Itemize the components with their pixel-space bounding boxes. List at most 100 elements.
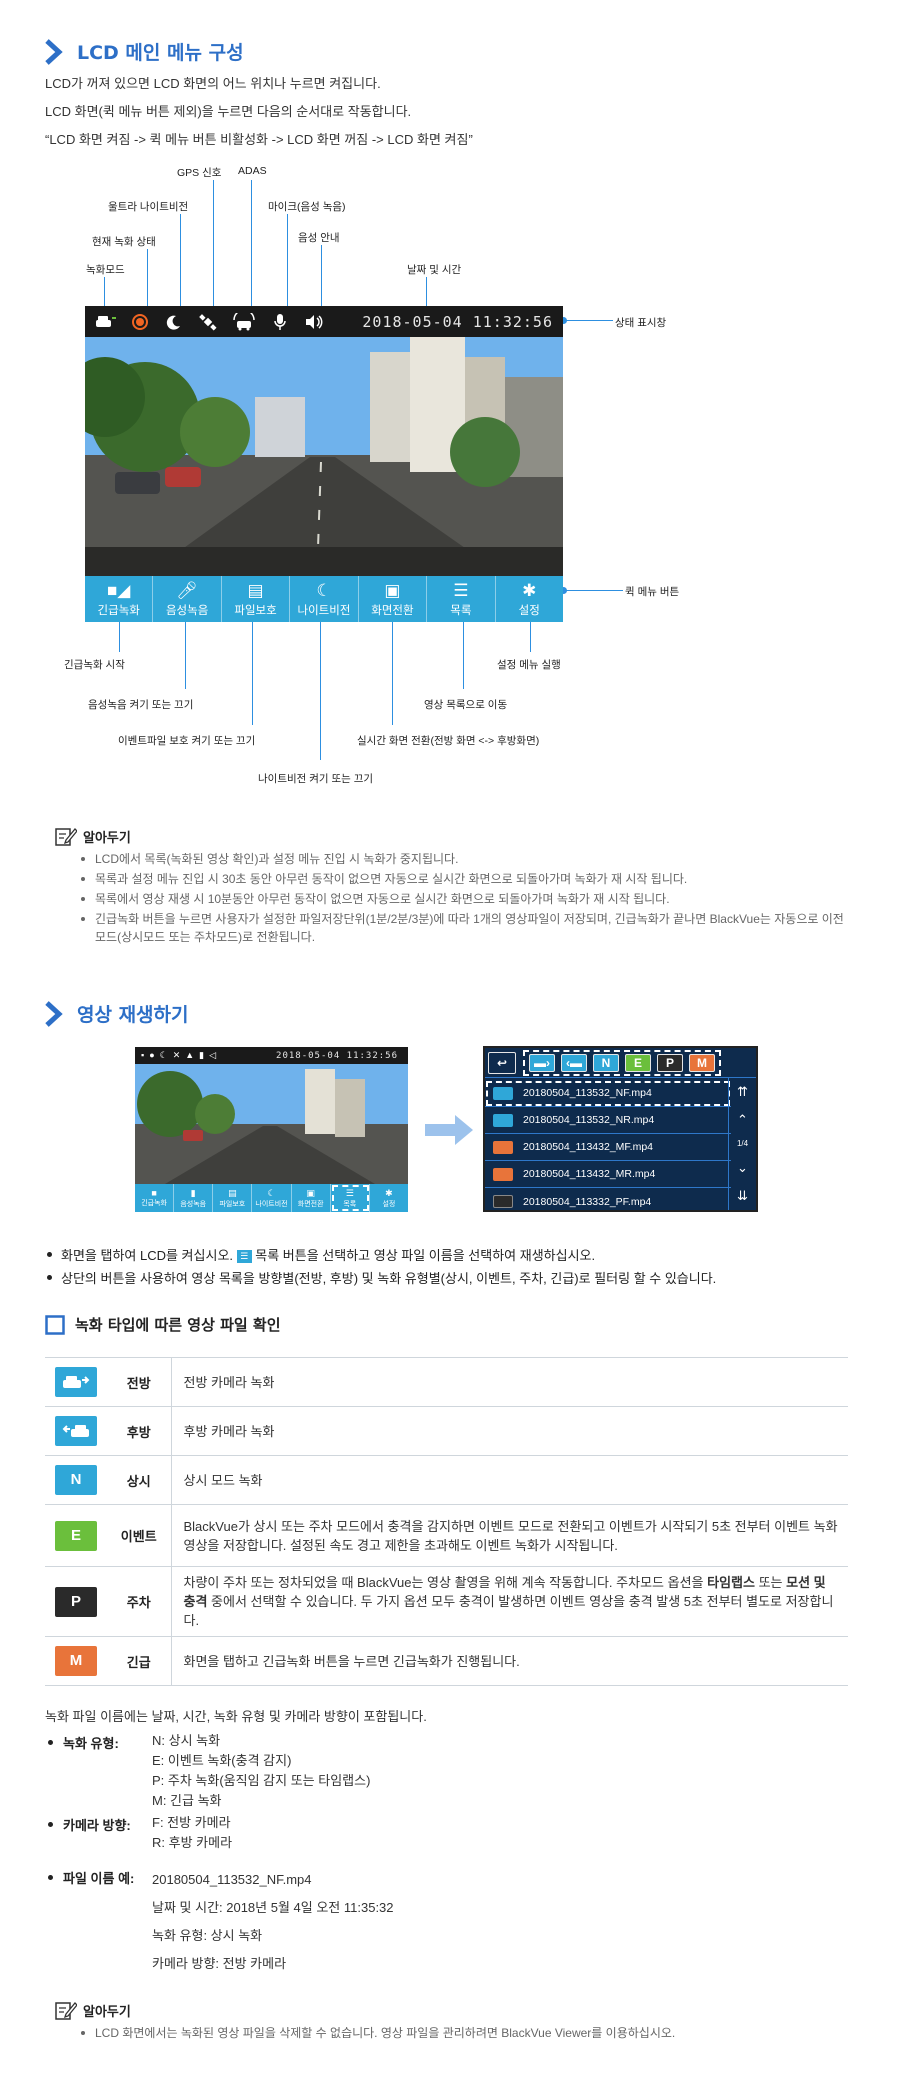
filter-p-button[interactable]: P xyxy=(657,1053,683,1072)
page-title: LCD 메인 메뉴 구성 xyxy=(77,42,244,64)
normal-file-icon xyxy=(493,1086,513,1100)
small-emergency-button[interactable]: ■긴급녹화 xyxy=(135,1184,175,1212)
table-row: E 이벤트 BlackVue가 상시 또는 주차 모드에서 충격을 감지하면 이… xyxy=(45,1504,848,1567)
note-item: 긴급녹화 버튼을 누르면 사용자가 설정한 파일저장단위(1분/2분/3분)에 … xyxy=(81,910,845,946)
final-note-box: 알아두기 LCD 화면에서는 녹화된 영상 파일을 삭제할 수 없습니다. 영상… xyxy=(55,2000,845,2044)
lcd-main-screen[interactable]: 2018-05-04 11:32:56 ■◢긴급녹화 🎤︎음성녹음 ▤파일보호 … xyxy=(85,306,563,622)
scroll-controls: ⇈ ⌃ 1/4 ⌄ ⇊ xyxy=(728,1078,756,1210)
callout-settings: 설정 메뉴 실행 xyxy=(497,659,561,671)
small-status-icons: ▪●☾✕▲▮◁ xyxy=(141,1050,222,1060)
microphone-icon xyxy=(267,312,293,332)
checkbox-square-icon xyxy=(45,1314,65,1335)
speaker-icon xyxy=(301,312,327,332)
note-pencil-icon xyxy=(55,828,77,846)
quick-menu-bar: ■◢긴급녹화 🎤︎음성녹음 ▤파일보호 ☾나이트비전 ▣화면전환 ☰목록 ✱설정 xyxy=(85,576,563,622)
section-title: 녹화 타입에 따른 영상 파일 확인 xyxy=(75,1316,281,1334)
callout-protect: 이벤트파일 보호 켜기 또는 끄기 xyxy=(118,735,256,747)
intro-line: “LCD 화면 켜짐 -> 퀵 메뉴 버튼 비활성화 -> LCD 화면 꺼짐 … xyxy=(45,132,473,147)
example-list: 20180504_113532_NF.mp4 날짜 및 시간: 2018년 5월… xyxy=(152,1872,394,1971)
filename-intro: 녹화 파일 이름에는 날짜, 시간, 녹화 유형 및 카메라 방향이 포함됩니다… xyxy=(45,1709,427,1724)
night-vision-icon: ☾ xyxy=(316,581,332,600)
section-title: 영상 재생하기 xyxy=(77,1004,189,1026)
emergency-record-button[interactable]: ■◢긴급녹화 xyxy=(85,576,154,622)
chevron-right-icon xyxy=(45,38,63,65)
callout-datetime: 날짜 및 시간 xyxy=(407,264,462,276)
file-protect-button[interactable]: ▤파일보호 xyxy=(222,576,291,622)
small-protect-button[interactable]: ▤파일보호 xyxy=(213,1184,253,1212)
file-row[interactable]: 20180504_113432_MF.mp4 xyxy=(485,1134,731,1161)
callout-ultra-night: 울트라 나이트비전 xyxy=(108,201,189,213)
table-row: 전방 전방 카메라 녹화 xyxy=(45,1357,848,1407)
screen-switch-button[interactable]: ▣화면전환 xyxy=(359,576,428,622)
playback-bullet: 상단의 버튼을 사용하여 영상 목록을 방향별(전방, 후방) 및 녹화 유형별… xyxy=(45,1268,716,1287)
parking-file-icon xyxy=(493,1195,513,1208)
filter-e-button[interactable]: E xyxy=(625,1053,651,1072)
file-row[interactable]: 20180504_113332_PF.mp4 xyxy=(485,1188,731,1210)
manual-file-icon xyxy=(493,1140,513,1154)
small-switch-button[interactable]: ▣화면전환 xyxy=(292,1184,331,1212)
type-desc: 후방 카메라 녹화 xyxy=(171,1406,848,1456)
list-icon: ☰ xyxy=(236,1250,252,1264)
page-bottom-icon[interactable]: ⇊ xyxy=(737,1188,748,1204)
example-key: 파일 이름 예: xyxy=(45,1868,134,1887)
rear-car-icon xyxy=(55,1416,97,1446)
type-name: 주차 xyxy=(107,1566,172,1637)
type-desc: BlackVue가 상시 또는 주차 모드에서 충격을 감지하면 이벤트 모드로… xyxy=(171,1504,848,1567)
page-top-icon[interactable]: ⇈ xyxy=(737,1083,748,1099)
settings-button[interactable]: ✱설정 xyxy=(518,581,540,617)
type-name: 상시 xyxy=(107,1455,172,1505)
file-list-screen[interactable]: ↩ ▬› ‹▬ N E P M 20180504_113532_NF.mp4 2… xyxy=(483,1046,758,1212)
note-heading: 알아두기 xyxy=(55,826,845,846)
callout-adas: ADAS xyxy=(238,165,267,177)
table-row: N 상시 상시 모드 녹화 xyxy=(45,1455,848,1505)
callout-quick-menu: 퀵 메뉴 버튼 xyxy=(625,586,680,598)
small-list-button[interactable]: ☰목록 xyxy=(331,1184,370,1212)
playback-bullet: 화면을 탭하여 LCD를 켜십시오. ☰ 목록 버튼을 선택하고 영상 파일 이… xyxy=(45,1245,595,1264)
night-vision-icon: ☾ xyxy=(267,1187,276,1198)
filter-rear-button[interactable]: ‹▬ xyxy=(561,1053,587,1072)
night-vision-button[interactable]: ☾나이트비전 xyxy=(290,576,359,622)
status-bar: 2018-05-04 11:32:56 xyxy=(85,306,563,337)
manual-file-icon xyxy=(493,1167,513,1181)
chevron-right-icon xyxy=(45,1000,63,1027)
small-live-screen[interactable]: ▪●☾✕▲▮◁ 2018-05-04 11:32:56 ■긴급녹화 ▮음성녹음 … xyxy=(135,1047,408,1212)
type-desc: 화면을 탭하고 긴급녹화 버튼을 누르면 긴급녹화가 진행됩니다. xyxy=(171,1636,848,1686)
status-datetime: 2018-05-04 11:32:56 xyxy=(362,312,553,331)
type-list: N: 상시 녹화 E: 이벤트 녹화(충격 감지) P: 주차 녹화(움직임 감… xyxy=(152,1733,371,1808)
intro-line: LCD가 꺼져 있으면 LCD 화면의 어느 위치나 누르면 켜집니다. xyxy=(45,76,381,91)
small-settings-button[interactable]: ✱설정 xyxy=(382,1187,396,1208)
callout-rec-state: 현재 녹화 상태 xyxy=(92,236,156,248)
page-down-icon[interactable]: ⌄ xyxy=(737,1160,748,1176)
page-up-icon[interactable]: ⌃ xyxy=(737,1111,748,1127)
microphone-icon: ▮ xyxy=(190,1187,196,1198)
filter-front-button[interactable]: ▬› xyxy=(529,1053,555,1072)
moon-icon xyxy=(161,312,187,332)
gear-icon: ✱ xyxy=(522,581,537,600)
camera-icon: ■◢ xyxy=(107,581,131,600)
callout-mic: 마이크(음성 녹음) xyxy=(268,201,346,213)
callout-emergency: 긴급녹화 시작 xyxy=(64,659,125,671)
small-voice-button[interactable]: ▮음성녹음 xyxy=(174,1184,214,1212)
file-protect-icon: ▤ xyxy=(228,1187,237,1198)
list-button[interactable]: ☰목록 xyxy=(427,576,496,622)
note-item: LCD 화면에서는 녹화된 영상 파일을 삭제할 수 없습니다. 영상 파일을 … xyxy=(81,2024,845,2042)
section-recording-types-title: 녹화 타입에 따른 영상 파일 확인 xyxy=(45,1314,281,1335)
small-night-button[interactable]: ☾나이트비전 xyxy=(252,1184,292,1212)
front-car-icon xyxy=(55,1367,97,1397)
filter-n-button[interactable]: N xyxy=(593,1053,619,1072)
intro-line: LCD 화면(퀵 메뉴 버튼 제외)을 누르면 다음의 순서대로 작동합니다. xyxy=(45,104,412,119)
voice-record-button[interactable]: 🎤︎음성녹음 xyxy=(153,576,222,622)
table-row: P 주차 차량이 주차 또는 정차되었을 때 BlackVue는 영상 촬영을 … xyxy=(45,1566,848,1637)
gear-icon: ✱ xyxy=(385,1187,393,1198)
type-name: 긴급 xyxy=(107,1636,172,1686)
type-key: 녹화 유형: xyxy=(45,1733,119,1752)
filter-m-button[interactable]: M xyxy=(689,1053,715,1072)
small-quick-bar: ■긴급녹화 ▮음성녹음 ▤파일보호 ☾나이트비전 ▣화면전환 ☰목록 ✱설정 xyxy=(135,1184,408,1212)
back-button[interactable]: ↩ xyxy=(488,1051,516,1074)
microphone-icon: 🎤︎ xyxy=(176,581,198,600)
file-row[interactable]: 20180504_113532_NR.mp4 xyxy=(485,1107,731,1134)
file-row[interactable]: 20180504_113432_MR.mp4 xyxy=(485,1161,731,1188)
filter-bar: ↩ ▬› ‹▬ N E P M xyxy=(485,1048,756,1078)
table-row: 후방 후방 카메라 녹화 xyxy=(45,1406,848,1456)
file-row[interactable]: 20180504_113532_NF.mp4 xyxy=(485,1080,731,1107)
